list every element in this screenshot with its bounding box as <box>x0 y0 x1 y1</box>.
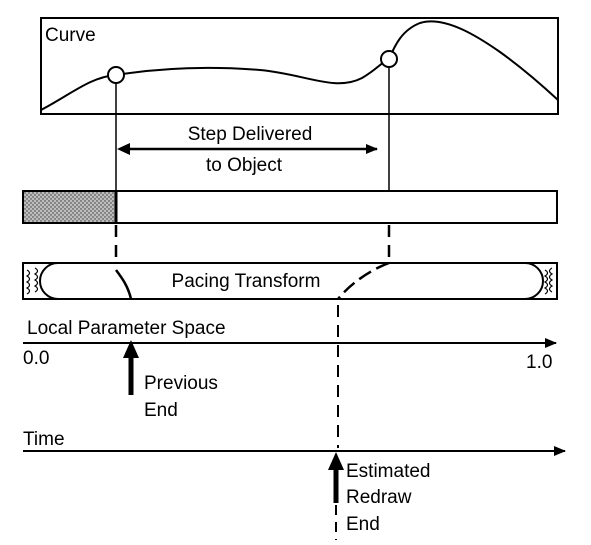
estimated-sample-marker <box>380 50 398 68</box>
estimated-label-line1: Estimated <box>346 461 430 482</box>
axis-start-label: 0.0 <box>23 348 49 369</box>
step-label-line1: Step Delivered <box>188 124 313 145</box>
estimated-label-line3: End <box>346 514 380 535</box>
previous-end-marker: Previous End <box>123 340 218 421</box>
step-arrow-left-head <box>117 143 130 155</box>
pacing-inner-pill <box>39 262 544 300</box>
axis-end-label: 1.0 <box>526 352 552 373</box>
time-label: Time <box>23 429 65 450</box>
local-space-label: Local Parameter Space <box>27 318 226 339</box>
pacing-label: Pacing Transform <box>172 271 321 292</box>
pacing-right-curve <box>337 261 390 300</box>
previous-end-label-line2: End <box>144 400 178 421</box>
previous-end-label-line1: Previous <box>144 373 218 394</box>
curve-label: Curve <box>45 25 96 46</box>
pacing-right-cap-hatching <box>543 267 554 295</box>
curve-line <box>40 20 559 111</box>
step-delivered-annotation: Step Delivered to Object <box>117 124 378 176</box>
curve-panel: Curve <box>40 17 559 191</box>
progress-bar <box>22 190 558 224</box>
estimated-arrowhead-icon <box>328 452 344 470</box>
pacing-left-curve <box>114 269 133 300</box>
pacing-left-cap-hatching <box>25 267 39 295</box>
step-label-line2: to Object <box>206 155 283 176</box>
pacing-transform: Pacing Transform <box>22 261 558 300</box>
time-axis: Time <box>23 429 566 456</box>
local-parameter-axis: Local Parameter Space 0.0 1.0 <box>23 318 557 373</box>
previous-sample-marker <box>107 66 125 84</box>
curve-frame <box>40 17 559 115</box>
estimated-redraw-marker: Estimated Redraw End <box>328 452 430 540</box>
progress-bar-fill <box>24 192 116 222</box>
estimated-label-line2: Redraw <box>346 487 412 508</box>
previous-end-arrowhead-icon <box>123 340 139 358</box>
